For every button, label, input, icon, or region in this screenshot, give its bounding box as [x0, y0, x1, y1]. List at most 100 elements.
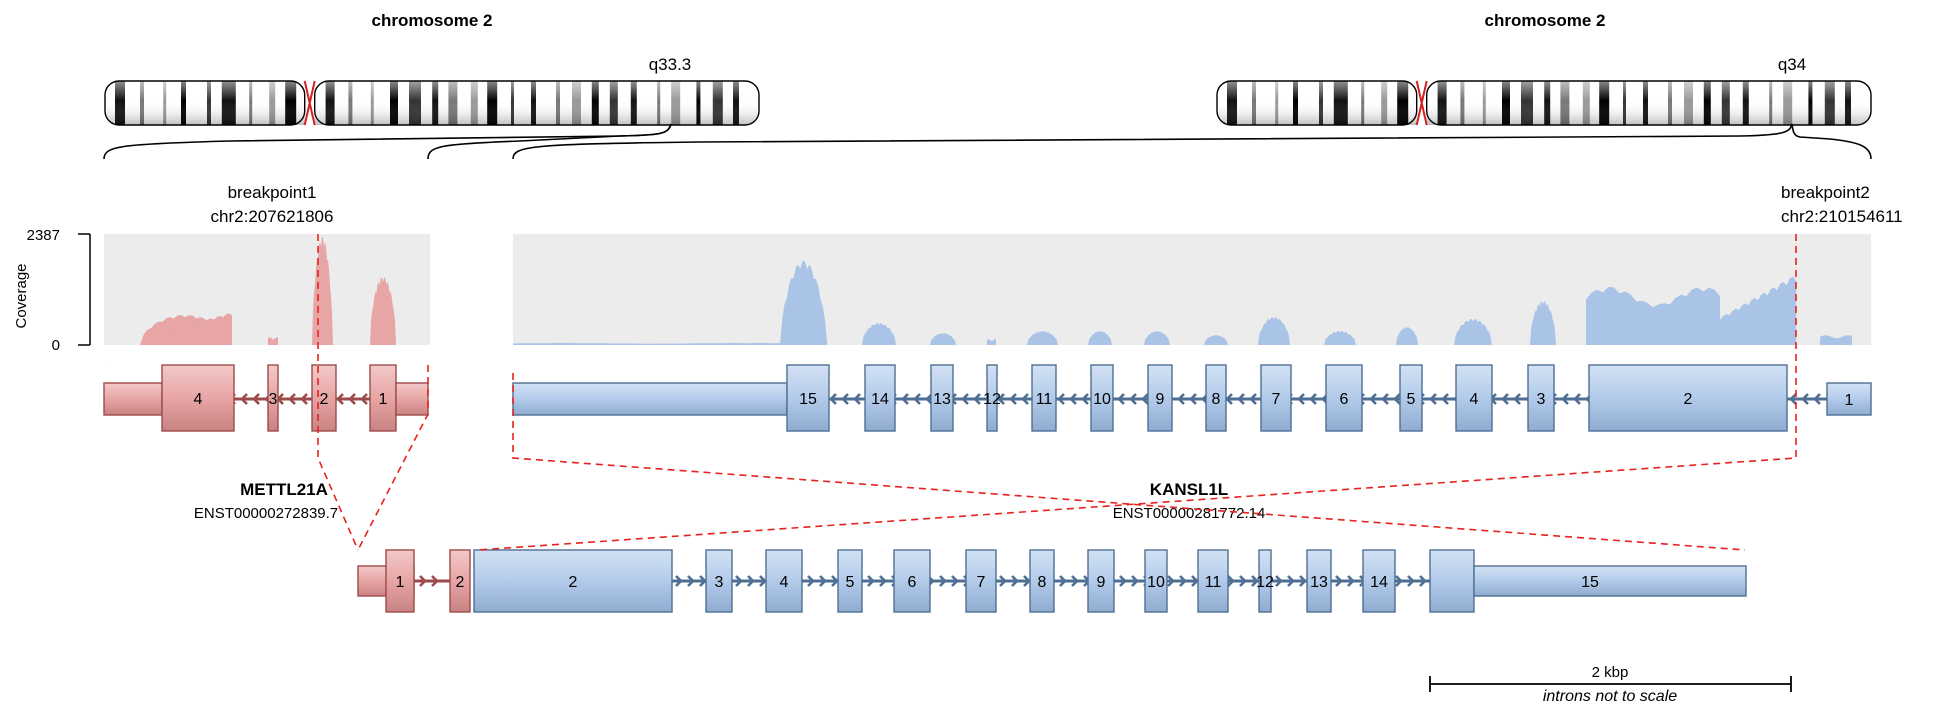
left-chromosome-title: chromosome 2	[372, 11, 493, 30]
gene-right-name: KANSL1L	[1150, 480, 1228, 499]
fusion-exon-r10-label: 10	[1147, 574, 1165, 591]
fusion-exon-r3-label: 3	[715, 574, 724, 591]
right-exon-11-label: 11	[1036, 391, 1053, 408]
fusion-exon-r9	[1087, 549, 1115, 613]
left-exon-3	[267, 364, 279, 432]
breakpoint2-line	[477, 234, 1797, 551]
fusion-exon-r14-label: 14	[1370, 574, 1388, 591]
right-exon-3	[1527, 364, 1555, 432]
scale-bar-note: introns not to scale	[1543, 688, 1677, 705]
breakpoint1-position: chr2:207621806	[211, 207, 334, 226]
right-exon-7	[1260, 364, 1292, 432]
fusion-exon-r15-label: 15	[1581, 574, 1599, 591]
right-exon-6-label: 6	[1340, 391, 1349, 408]
fusion-exon-r4-label: 4	[780, 574, 789, 591]
right-exon-15	[786, 364, 830, 432]
right-exon-13-label: 13	[933, 391, 951, 408]
right-chromosome-title: chromosome 2	[1485, 11, 1606, 30]
fusion-exon-r8-label: 8	[1038, 574, 1047, 591]
coverage-min-label: 0	[52, 337, 60, 354]
breakpoint2-position: chr2:210154611	[1781, 207, 1903, 226]
right-zoom-curve-2	[1791, 123, 1872, 160]
right-gene-zoom-dash	[512, 373, 1746, 551]
right-exon-2-label: 2	[1684, 391, 1693, 408]
right-exon-1-label: 1	[1845, 392, 1854, 409]
right-exon-5-label: 5	[1407, 391, 1416, 408]
fusion-exon-r5-label: 5	[846, 574, 855, 591]
gene-right-transcript: ENST00000281772.14	[1113, 505, 1266, 522]
left-zoom-curve	[103, 123, 672, 160]
right-exon-4	[1455, 364, 1493, 432]
left-exon-2	[311, 364, 337, 432]
fusion-exon-l2	[449, 549, 471, 613]
right-exon-14	[864, 364, 896, 432]
breakpoint1-line	[317, 234, 359, 551]
fusion-exon-r11-label: 11	[1205, 574, 1222, 591]
fusion-exon-r5	[837, 549, 863, 613]
right-exon-8-label: 8	[1212, 391, 1221, 408]
fusion-exon-r2-label: 2	[569, 574, 578, 591]
right-exon-1	[1826, 382, 1872, 416]
right-exon-13	[930, 364, 954, 432]
right-exon-4-label: 4	[1470, 391, 1479, 408]
left-band-label: q33.3	[649, 55, 692, 74]
fusion-exon-r13-label: 13	[1310, 574, 1328, 591]
right-exon-5	[1399, 364, 1423, 432]
fusion-exon-r11	[1197, 549, 1229, 613]
kansl1l-gene-track: 15 14 13 12 11 10 9 8 7 6 5 4 3 2 1	[512, 364, 1872, 432]
right-exon-6	[1325, 364, 1363, 432]
left-exon-2-label: 2	[320, 391, 329, 408]
left-zoom-curve-2	[427, 123, 672, 160]
right-exon-7-label: 7	[1272, 391, 1281, 408]
right-exon-11	[1031, 364, 1057, 432]
fusion-exon-r10	[1144, 549, 1168, 613]
breakpoint-lines	[317, 234, 1797, 551]
right-coverage-track	[513, 261, 1852, 345]
fusion-exon-r8	[1029, 549, 1055, 613]
right-exon-12-label: 12	[983, 391, 1001, 408]
fusion-exon-r4	[765, 549, 803, 613]
right-exon-9	[1147, 364, 1173, 432]
fusion-exon-l1	[385, 549, 415, 613]
scale-bar-label: 2 kbp	[1592, 664, 1629, 681]
right-exon-8	[1205, 364, 1227, 432]
fusion-exon-r3	[705, 549, 733, 613]
fusion-exon-r7	[965, 549, 997, 613]
right-exon-2	[1588, 364, 1788, 432]
left-exon-3-label: 3	[269, 391, 278, 408]
gene-left-name: METTL21A	[240, 480, 328, 499]
left-chromosome-ideogram	[104, 79, 760, 127]
right-exon-10	[1090, 364, 1114, 432]
fusion-exon-r12-label: 12	[1256, 574, 1274, 591]
left-exon-4	[161, 364, 235, 432]
gene-left-transcript: ENST00000272839.7	[194, 505, 338, 522]
fusion-exon-r2	[473, 549, 673, 613]
fusion-exon-r12	[1258, 549, 1272, 613]
right-zoom-curve	[512, 123, 1793, 160]
left-gene-zoom-dash	[357, 365, 429, 551]
fusion-exon-r15-start	[1429, 549, 1475, 613]
coverage-axis: 2387 0 Coverage	[13, 227, 91, 354]
right-exon-12	[986, 364, 998, 432]
fusion-exon-r9-label: 9	[1097, 574, 1106, 591]
fusion-exon-l2-label: 2	[456, 574, 465, 591]
coverage-max-label: 2387	[27, 227, 60, 244]
fusion-exon-r6-label: 6	[908, 574, 917, 591]
fusion-exon-r6	[893, 549, 931, 613]
right-exon-15-label: 15	[799, 391, 817, 408]
breakpoint1-label: breakpoint1	[228, 183, 317, 202]
right-exon-10-label: 10	[1093, 391, 1111, 408]
coverage-axis-label: Coverage	[13, 263, 30, 328]
right-exon-9-label: 9	[1156, 391, 1165, 408]
left-exon-1	[369, 364, 397, 432]
breakpoint2-label: breakpoint2	[1781, 183, 1870, 202]
fusion-exon-r13	[1306, 549, 1332, 613]
fusion-exon-r7-label: 7	[977, 574, 986, 591]
right-band-label: q34	[1778, 55, 1806, 74]
right-exon-3-label: 3	[1537, 391, 1546, 408]
right-exon-14-label: 14	[871, 391, 889, 408]
zoom-connectors	[103, 123, 1872, 160]
